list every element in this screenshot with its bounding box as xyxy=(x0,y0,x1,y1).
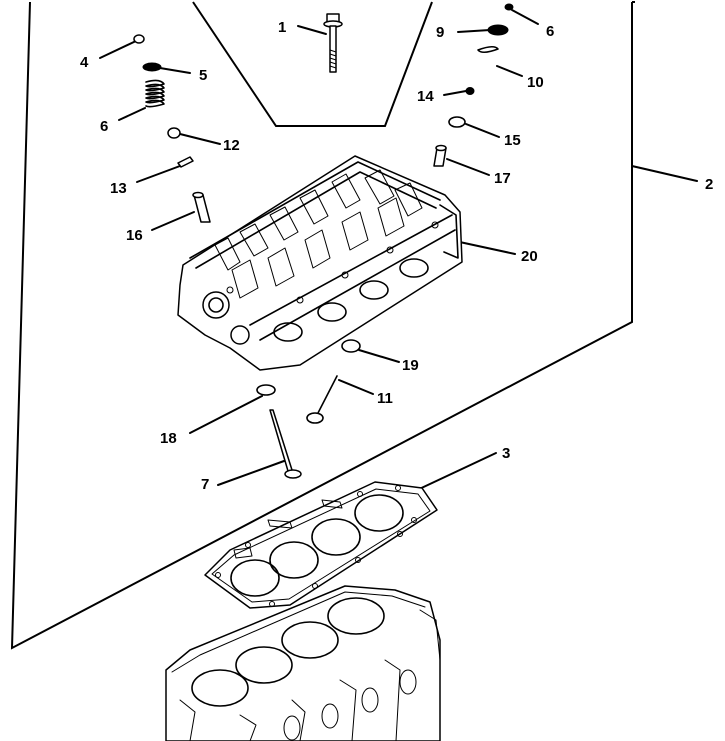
seal-ring-icon xyxy=(341,339,361,353)
valve-keeper-icon xyxy=(133,34,145,44)
callout-12: 12 xyxy=(223,137,240,154)
washer-icon xyxy=(448,116,466,128)
guide-pin-icon xyxy=(177,156,194,168)
callout-6-left: 6 xyxy=(100,118,108,135)
callout-19: 19 xyxy=(402,357,419,374)
callout-16: 16 xyxy=(126,227,143,244)
seal-ring-icon xyxy=(256,384,276,396)
valve-seal-icon xyxy=(167,127,181,139)
valve-spring-icon xyxy=(477,45,499,54)
callout-20: 20 xyxy=(521,248,538,265)
diagram-frame xyxy=(10,1,635,650)
dowel-icon xyxy=(433,144,447,167)
valve-icon xyxy=(306,375,338,424)
callout-10: 10 xyxy=(527,74,544,91)
callout-labels: 1 2 3 4 5 6 6 7 9 10 11 12 13 14 15 16 1… xyxy=(80,19,713,493)
valve-keeper-icon xyxy=(465,87,475,95)
callout-1: 1 xyxy=(278,19,286,36)
leader-lines xyxy=(99,9,698,492)
callout-6-right: 6 xyxy=(546,23,554,40)
dowel-icon xyxy=(192,191,211,223)
callout-13: 13 xyxy=(110,180,127,197)
spring-retainer-icon xyxy=(487,24,509,36)
callout-15: 15 xyxy=(504,132,521,149)
callout-9: 9 xyxy=(436,24,444,41)
callout-5: 5 xyxy=(199,67,207,84)
callout-18: 18 xyxy=(160,430,177,447)
valve-keeper-icon xyxy=(504,3,514,11)
callout-2: 2 xyxy=(705,176,713,193)
cylinder-block-illustration xyxy=(165,585,441,741)
callout-14: 14 xyxy=(417,88,434,105)
cylinder-head-illustration xyxy=(177,155,463,371)
valve-icon xyxy=(269,409,302,479)
spring-retainer-icon xyxy=(142,62,162,72)
callout-11: 11 xyxy=(377,390,393,407)
callout-4: 4 xyxy=(80,54,89,71)
callout-7: 7 xyxy=(201,476,209,493)
callout-3: 3 xyxy=(502,445,510,462)
bolt-icon xyxy=(323,13,343,73)
head-gasket-illustration xyxy=(204,481,438,609)
callout-17: 17 xyxy=(494,170,511,187)
valve-spring-icon xyxy=(145,79,165,108)
